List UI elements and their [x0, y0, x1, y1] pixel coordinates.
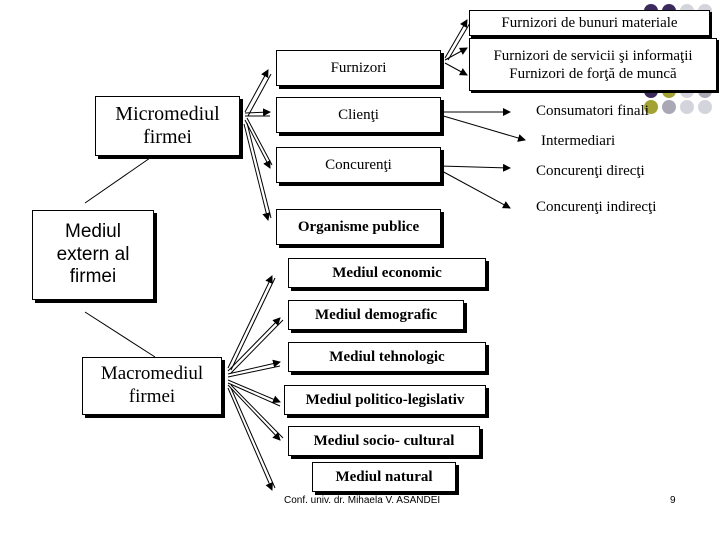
footer-page-number: 9: [670, 495, 676, 506]
mediul-natural-label: Mediul natural: [335, 468, 433, 485]
organisme-label: Organisme publice: [297, 218, 420, 235]
micromediu-label: Micromediul firmei: [115, 103, 220, 148]
concurenti-indirecti-text: Concurenţi indirecţi: [536, 199, 657, 215]
decorative-dot: [662, 100, 676, 114]
mediul-natural-box: Mediul natural: [312, 462, 456, 492]
clienti-box: Clienţi: [276, 97, 441, 133]
footer-author: Conf. univ. dr. Mihaela V. ASANDEI: [284, 495, 441, 506]
consumatori-finali-text: Consumatori finali: [536, 103, 649, 119]
organisme-box: Organisme publice: [276, 209, 441, 245]
mediul-tehnologic-label: Mediul tehnologic: [329, 348, 445, 365]
mediul-politico-label: Mediul politico-legislativ: [305, 391, 465, 408]
mediul-politico-box: Mediul politico-legislativ: [284, 385, 486, 415]
concurenti-label: Concurenţi: [325, 156, 392, 173]
clienti-label: Clienţi: [338, 106, 379, 123]
mediu-extern-label: Mediul extern al firmei: [56, 220, 130, 288]
mediu-extern-box: Mediul extern al firmei: [32, 210, 154, 300]
mediul-demografic-label: Mediul demografic: [314, 306, 438, 323]
mediul-socio-label: Mediul socio- cultural: [313, 432, 455, 449]
mediul-economic-label: Mediul economic: [332, 264, 442, 281]
decorative-dot: [644, 100, 658, 114]
furnizori-forta-label: Furnizori de forţă de muncă: [509, 65, 677, 82]
furnizori-box: Furnizori: [276, 50, 441, 86]
mediul-demografic-box: Mediul demografic: [288, 300, 464, 330]
furnizori-bunuri-label: Furnizori de bunuri materiale: [501, 14, 678, 31]
furnizori-bunuri-box: Furnizori de bunuri materiale: [469, 10, 710, 36]
macromediu-label: Macromediul firmei: [100, 363, 204, 407]
intermediari-text: Intermediari: [541, 133, 616, 149]
decorative-dot: [698, 100, 712, 114]
micromediu-box: Micromediul firmei: [95, 96, 240, 156]
concurenti-directi-text: Concurenţi direcţi: [536, 163, 645, 179]
furnizori-servicii-box: Furnizori de servicii şi informaţii Furn…: [469, 38, 717, 91]
decorative-dot: [680, 100, 694, 114]
concurenti-box: Concurenţi: [276, 147, 441, 183]
mediul-socio-box: Mediul socio- cultural: [288, 426, 480, 456]
macromediu-box: Macromediul firmei: [82, 357, 222, 415]
mediul-economic-box: Mediul economic: [288, 258, 486, 288]
mediul-tehnologic-box: Mediul tehnologic: [288, 342, 486, 372]
furnizori-label: Furnizori: [330, 59, 387, 76]
furnizori-servicii-label: Furnizori de servicii şi informaţii: [493, 47, 693, 64]
